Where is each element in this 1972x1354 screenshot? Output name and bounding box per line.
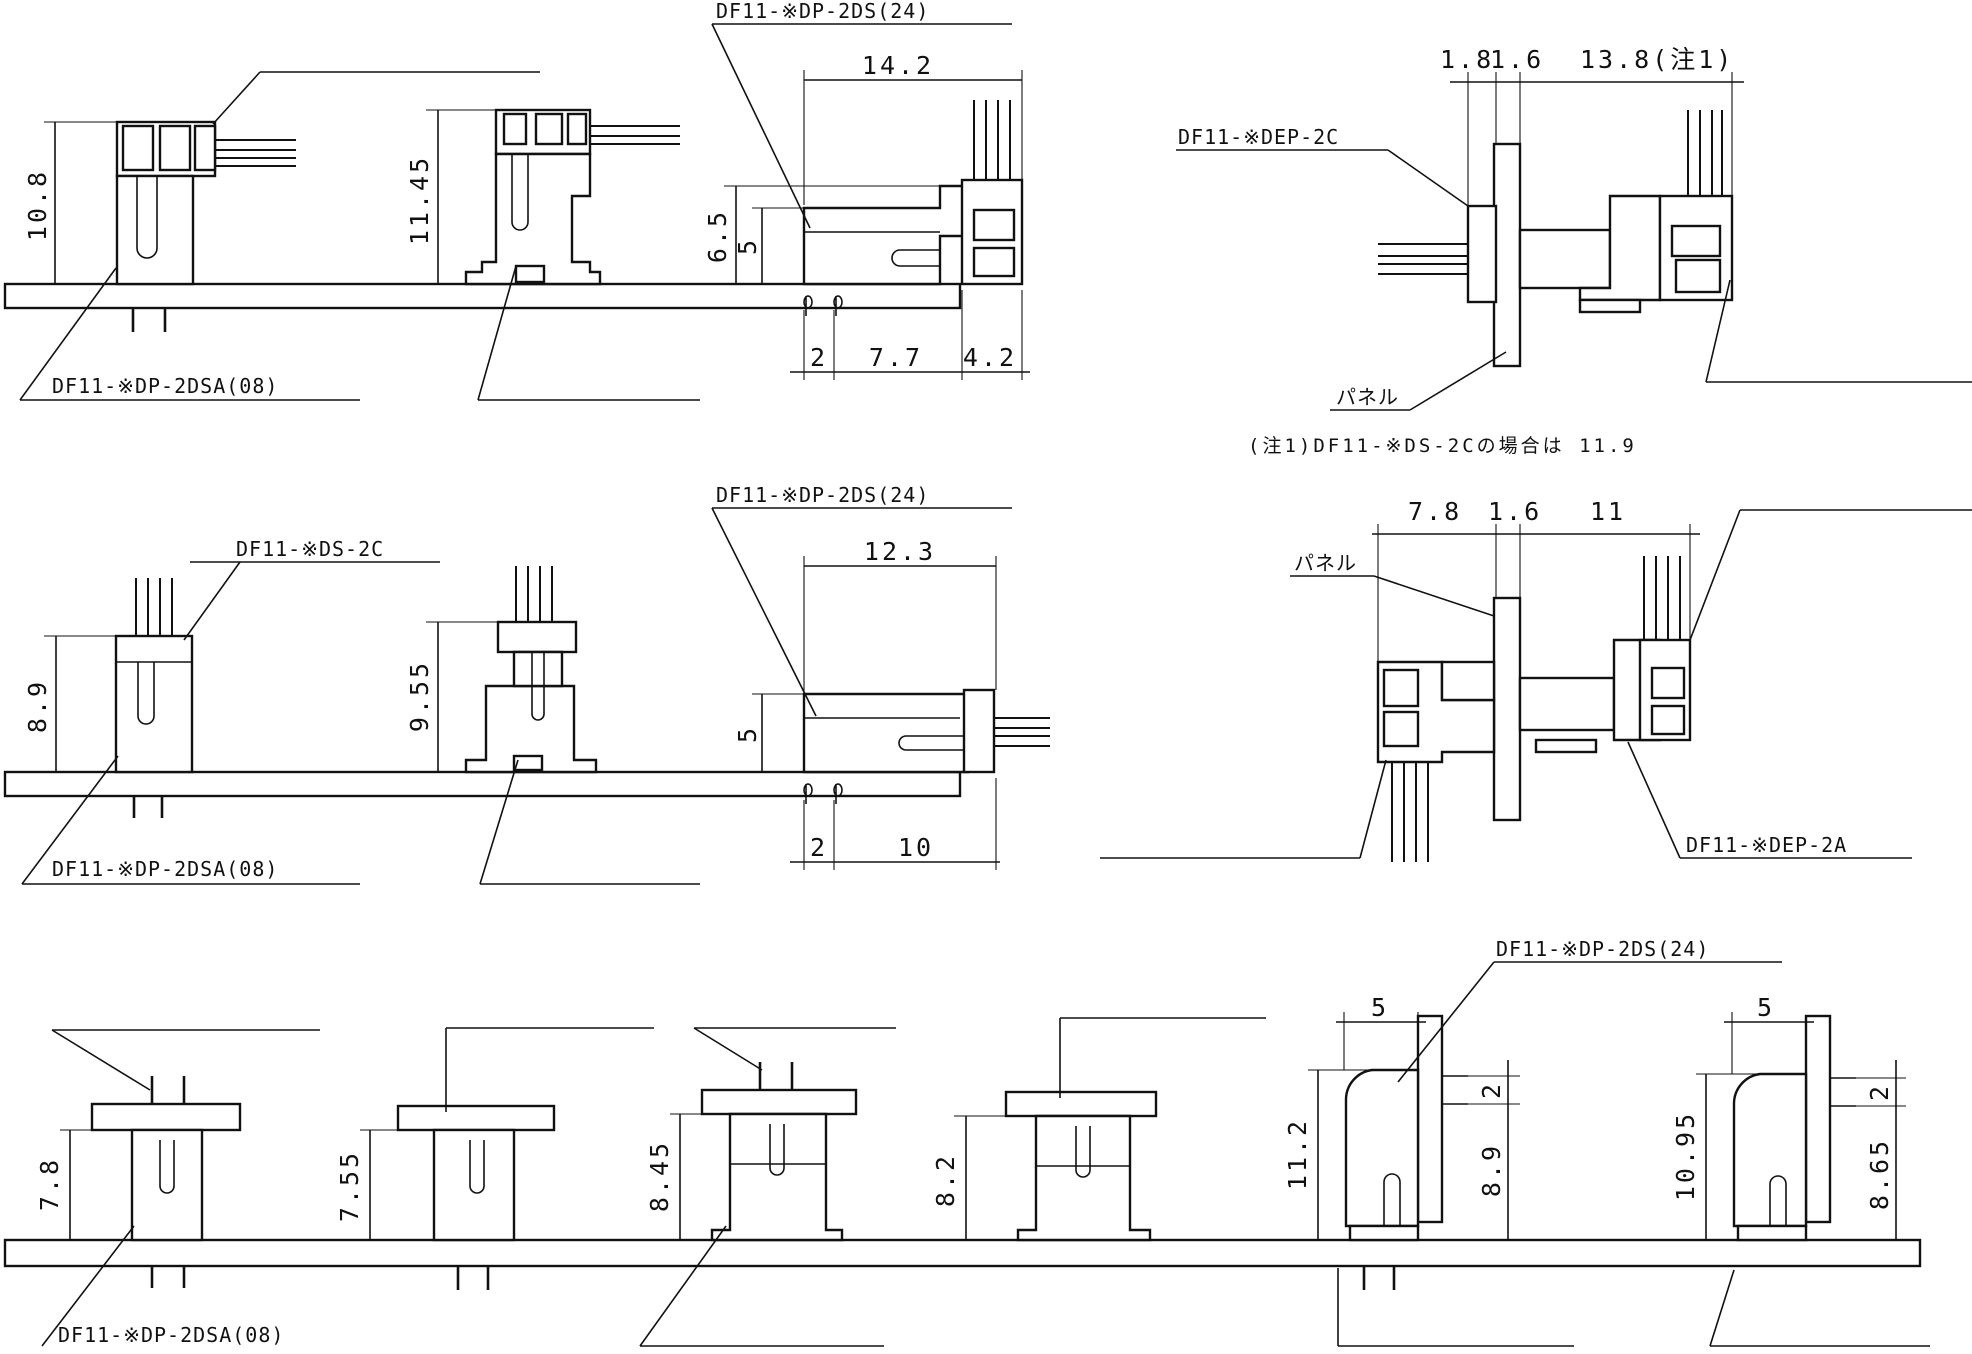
dim-r1-c-mid: 7.7 (869, 343, 923, 372)
connector-view-r2-a (44, 578, 194, 774)
connector-view-r1-a (44, 120, 296, 286)
dim-r3-c-height: 8.45 (645, 1140, 674, 1212)
label-dp-2dsa-r3: DF11-※DP-2DSA(08) (58, 1323, 284, 1347)
dim-r2-a-height: 8.9 (23, 679, 52, 733)
connector-view-r2-c (752, 556, 1050, 870)
dim-r3-e-width: 5 (1371, 993, 1389, 1022)
dim-r3-f-h2: 8.65 (1865, 1138, 1894, 1210)
connector-view-r2-b (426, 566, 598, 774)
dim-r3-f-height: 10.95 (1671, 1111, 1700, 1201)
dim-r2-d-c: 11 (1590, 497, 1626, 526)
dim-r3-f-width: 5 (1757, 993, 1775, 1022)
label-dep-2a: DF11-※DEP-2A (1686, 833, 1847, 857)
connector-view-r3-d (954, 1090, 1158, 1242)
dim-r1-c-h1: 6.5 (703, 209, 732, 263)
row-1-views: 10.8 DF11-※DP-2DSA(08) 11.45 (3, 0, 1030, 401)
connector-view-r1-c (724, 70, 1030, 380)
dim-r1-c-pitch: 2 (810, 343, 828, 372)
dim-r2-c-width: 12.3 (864, 537, 936, 566)
connector-view-r3-e (1308, 1012, 1520, 1290)
label-dp-2dsa-r2: DF11-※DP-2DSA(08) (52, 857, 278, 881)
connector-view-r3-a (60, 1076, 242, 1288)
connector-view-r1-b (426, 108, 680, 286)
row-2-views: 8.9 DF11-※DS-2C DF11-※DP-2DSA(08) 9.55 (3, 483, 1050, 885)
row-3-views: 7.8 DF11-※DP-2DSA(08) 7.55 (3, 937, 1930, 1347)
connector-view-r3-c (670, 1062, 858, 1242)
dim-r1-b-height: 11.45 (405, 155, 434, 245)
dim-r1-c-h2: 5 (733, 237, 762, 255)
dim-r3-e-h2: 8.9 (1477, 1143, 1506, 1197)
label-dp-2ds-r3: DF11-※DP-2DS(24) (1496, 937, 1709, 961)
dim-r3-b-height: 7.55 (335, 1150, 364, 1222)
connector-view-r3-f (1696, 1012, 1906, 1242)
label-panel-mid: パネル (1294, 551, 1357, 575)
dim-r1-d-b: 1.6 (1490, 45, 1544, 74)
panel-mount-dep-2a (1100, 509, 1972, 862)
panel-mount-dep-2c (1378, 72, 1972, 383)
dim-r2-d-b: 1.6 (1488, 497, 1542, 526)
dim-r2-d-a: 7.8 (1408, 497, 1462, 526)
dim-r3-f-pitch: 2 (1865, 1083, 1894, 1101)
label-ds-2c: DF11-※DS-2C (236, 537, 384, 561)
footnote-ds-2c: (注1)DF11-※DS-2Cの場合は 11.9 (1248, 435, 1637, 457)
label-dp-2ds-r1: DF11-※DP-2DS(24) (716, 0, 929, 23)
dim-r2-c-height: 5 (733, 725, 762, 743)
dim-r3-e-pitch: 2 (1477, 1081, 1506, 1099)
dim-r3-a-height: 7.8 (35, 1157, 64, 1211)
pcb-board-row1 (3, 282, 962, 310)
dim-r3-e-height: 11.2 (1283, 1118, 1312, 1190)
dim-r3-d-height: 8.2 (931, 1153, 960, 1207)
dim-r2-c-mid: 10 (898, 833, 934, 862)
dim-r1-c-width: 14.2 (862, 51, 934, 80)
label-dep-2c: DF11-※DEP-2C (1178, 125, 1339, 149)
dim-r1-c-right: 4.2 (963, 343, 1017, 372)
label-panel-top: パネル (1336, 385, 1399, 409)
dim-r1-d-a: 1.8 (1440, 45, 1494, 74)
dim-r2-b-height: 9.55 (405, 660, 434, 732)
label-dp-2dsa-r1: DF11-※DP-2DSA(08) (52, 374, 278, 398)
pcb-board-row3 (3, 1238, 1922, 1268)
dim-r2-c-pitch: 2 (810, 833, 828, 862)
pcb-board-row2 (3, 770, 962, 798)
dim-r1-d-c: 13.8(注1) (1580, 45, 1734, 74)
label-dp-2ds-r2: DF11-※DP-2DS(24) (716, 483, 929, 507)
connector-view-r3-b (360, 1104, 556, 1290)
dim-r1-a-height: 10.8 (23, 169, 52, 241)
